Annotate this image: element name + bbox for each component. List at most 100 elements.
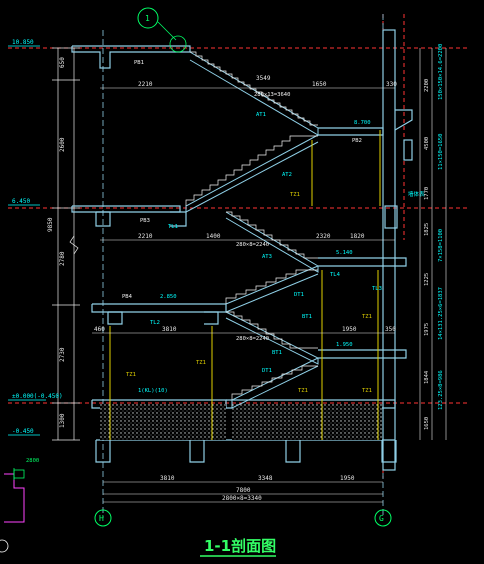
stair-flight-2-slab bbox=[185, 134, 319, 213]
right-wall bbox=[382, 29, 396, 471]
right-dim-1: 4500 bbox=[424, 137, 430, 150]
steps-flight-5 bbox=[226, 311, 318, 349]
stair-steps bbox=[185, 51, 318, 400]
lower-dim-0: 460 bbox=[94, 326, 105, 333]
label-pb1: PB1 bbox=[134, 60, 144, 66]
label-pb3: PB3 bbox=[140, 218, 150, 224]
label-tl1: TL1 bbox=[168, 224, 178, 230]
footing-3 bbox=[285, 440, 301, 463]
top-dim-0: 2210 bbox=[138, 81, 153, 88]
steps-flight-4 bbox=[225, 269, 318, 304]
label-at1: AT1 bbox=[256, 112, 266, 118]
axis-bubble-left bbox=[94, 509, 112, 527]
bottom-dim-note: 2800×8=3340 bbox=[222, 495, 262, 502]
footing-1 bbox=[95, 440, 111, 463]
stair-flight-4-slab bbox=[225, 265, 319, 313]
label-level-lower: 1.950 bbox=[336, 342, 353, 348]
left-dim-0: 650 bbox=[59, 57, 66, 68]
fill-zone-right bbox=[232, 404, 382, 440]
label-tl2: TL2 bbox=[150, 320, 160, 326]
right-dim-2: 1770 bbox=[424, 187, 430, 200]
label-tz1: TZ1 bbox=[290, 192, 300, 198]
axis-bubbles: H G bbox=[94, 509, 392, 527]
horizontal-dimension-lines bbox=[92, 87, 395, 503]
right-note-0: 150×150×14.6=2200 bbox=[438, 44, 444, 100]
axis-label-left: H bbox=[99, 514, 104, 523]
fill-zone-left bbox=[100, 404, 226, 440]
label-level-mid: 5.140 bbox=[336, 250, 353, 256]
mid-dim-0: 2210 bbox=[138, 233, 153, 240]
label-tl4: TL4 bbox=[330, 272, 341, 278]
label-tz4: TZ1 bbox=[362, 314, 372, 320]
floor2-beam-2 bbox=[204, 311, 219, 325]
floor3-beam-2 bbox=[170, 211, 187, 227]
horizontal-dimension-texts: 2210 3549 1650 330 2210 1400 2320 1820 4… bbox=[94, 75, 397, 502]
element-labels: PB1 PB2 PB3 PB4 AT1 AT2 AT3 DT1 DT1 BT1 … bbox=[122, 60, 425, 394]
steps-flight-2 bbox=[185, 135, 318, 206]
top-dim-3: 330 bbox=[386, 81, 397, 88]
lower-dim-1: 3810 bbox=[162, 326, 177, 333]
stair-notes: 280×13=3640 280×8=2240 280×8=2240 bbox=[236, 92, 290, 342]
bottom-dim-total: 7800 bbox=[236, 487, 251, 494]
label-dt1: DT1 bbox=[294, 292, 304, 298]
top-dim-2: 1650 bbox=[312, 81, 327, 88]
right-dimension-lines bbox=[419, 48, 447, 440]
right-dimension-texts: 2200 4500 1770 1825 1225 1975 1844 1650 … bbox=[424, 44, 444, 430]
label-dt1b: DT1 bbox=[262, 368, 272, 374]
stair-flight-6-slab bbox=[231, 357, 319, 409]
label-tz6: TZ1 bbox=[362, 388, 372, 394]
label-at3: AT3 bbox=[262, 254, 272, 260]
label-tl3: TL3 bbox=[372, 286, 382, 292]
left-dim-1: 2600 bbox=[59, 137, 66, 152]
small-detail-green bbox=[13, 468, 25, 480]
small-detail-left bbox=[4, 473, 25, 523]
label-wall-note: 墙体表 bbox=[408, 190, 425, 198]
stair-note-mid: 280×8=2240 bbox=[236, 242, 269, 248]
drawing-title: 1-1剖面图 bbox=[204, 537, 276, 555]
callout-leader bbox=[157, 21, 177, 41]
steps-upper bbox=[190, 51, 318, 126]
level-ground: ±0.000(-0.450) bbox=[12, 393, 63, 400]
mid-dim-3: 1820 bbox=[350, 233, 365, 240]
left-level-markers: 10.850 6.450 ±0.000(-0.450) -0.450 bbox=[8, 39, 63, 436]
mid-landing-slab bbox=[318, 257, 407, 267]
steps-flight-3 bbox=[226, 211, 318, 259]
footing-4 bbox=[381, 440, 397, 463]
right-dim-4: 1225 bbox=[424, 273, 430, 286]
right-dim-5: 1975 bbox=[424, 323, 430, 336]
left-dimension-texts: 650 2600 2780 2730 1300 9850 bbox=[47, 57, 66, 428]
right-note-3: 14×131.25×6=1837 bbox=[438, 287, 444, 340]
small-detail-outline bbox=[4, 473, 25, 523]
stair-note-lower: 280×8=2240 bbox=[236, 336, 269, 342]
floor2-beam bbox=[107, 311, 123, 325]
axis-label-right: G bbox=[379, 514, 384, 523]
lower-landing-slab bbox=[318, 349, 407, 359]
steps-flight-6 bbox=[231, 365, 318, 400]
stair-note-top: 280×13=3640 bbox=[254, 92, 290, 98]
right-dim-6: 1844 bbox=[424, 370, 430, 384]
mid-dim-1: 1400 bbox=[206, 233, 221, 240]
roof-slab-left bbox=[71, 45, 191, 69]
small-detail-circle bbox=[0, 539, 9, 553]
yellow-columns bbox=[109, 130, 381, 440]
level-pit: -0.450 bbox=[12, 428, 34, 435]
label-bt2: BT1 bbox=[302, 314, 312, 320]
left-dim-2: 2780 bbox=[59, 251, 66, 266]
mid-dim-2: 2320 bbox=[316, 233, 331, 240]
label-tz5: TZ1 bbox=[298, 388, 308, 394]
left-dim-3: 2730 bbox=[59, 347, 66, 362]
right-small-block bbox=[403, 139, 413, 161]
upper-landing-slab bbox=[318, 127, 384, 136]
right-note-1: 11×150=1650 bbox=[438, 134, 444, 170]
left-total-dim: 9850 bbox=[47, 217, 54, 232]
label-tz2: TZ1 bbox=[126, 372, 136, 378]
label-fill-note: 1(KL)(10) bbox=[138, 388, 168, 394]
level-floor3: 6.450 bbox=[12, 198, 30, 205]
top-dim-1: 3549 bbox=[256, 75, 271, 82]
label-bt1: BT1 bbox=[272, 350, 282, 356]
footing-2 bbox=[189, 440, 205, 463]
axis-bubble-right bbox=[374, 509, 392, 527]
stair-flight-upper-slab bbox=[189, 51, 319, 136]
